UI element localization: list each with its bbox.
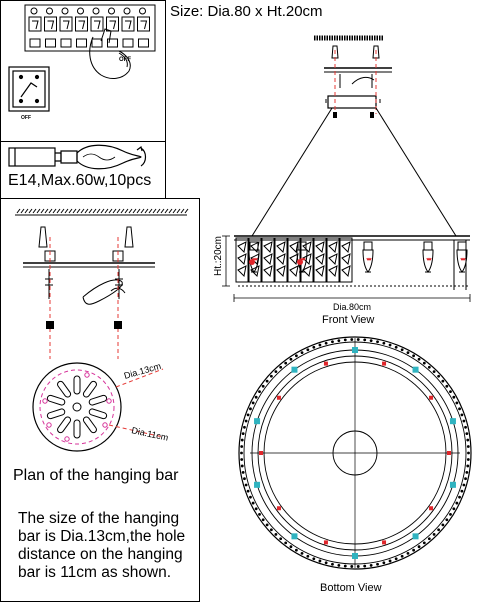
e14-bulb-icon bbox=[8, 144, 147, 170]
front-view-caption: Front View bbox=[322, 314, 374, 326]
wall-switch-off-label: OFF bbox=[21, 115, 31, 121]
hanging-bar-description: The size of the hanging bar is Dia.13cm,… bbox=[18, 510, 185, 582]
description-line: distance on the hanging bbox=[18, 546, 183, 563]
breaker-off-label: OFF bbox=[119, 57, 131, 63]
description-line: The size of the hanging bbox=[18, 510, 180, 527]
front-height-label: Ht.:20cm bbox=[213, 236, 224, 276]
ceiling-mount-diagram: Dia.13cm Dia.11cm bbox=[15, 208, 189, 452]
description-line: bar is Dia.13cm,the hole bbox=[18, 528, 186, 545]
switch-panel: OFF OFF bbox=[0, 0, 166, 142]
bottom-view-caption: Bottom View bbox=[320, 582, 382, 594]
breaker-box-illustration: OFF OFF bbox=[8, 4, 156, 121]
description-line: bar is 11cm as shown. bbox=[18, 564, 172, 581]
bulb-spec-text: E14,Max.60w,10pcs bbox=[8, 172, 152, 189]
hanging-bar-panel: Dia.13cm Dia.11cm Plan of the hanging ba… bbox=[0, 198, 200, 602]
bulb-panel: E14,Max.60w,10pcs bbox=[0, 141, 166, 199]
front-width-label: Dia.80cm bbox=[333, 302, 371, 312]
size-label: Size: Dia.80 x Ht.20cm bbox=[170, 3, 323, 20]
plan-caption: Plan of the hanging bar bbox=[13, 467, 179, 484]
